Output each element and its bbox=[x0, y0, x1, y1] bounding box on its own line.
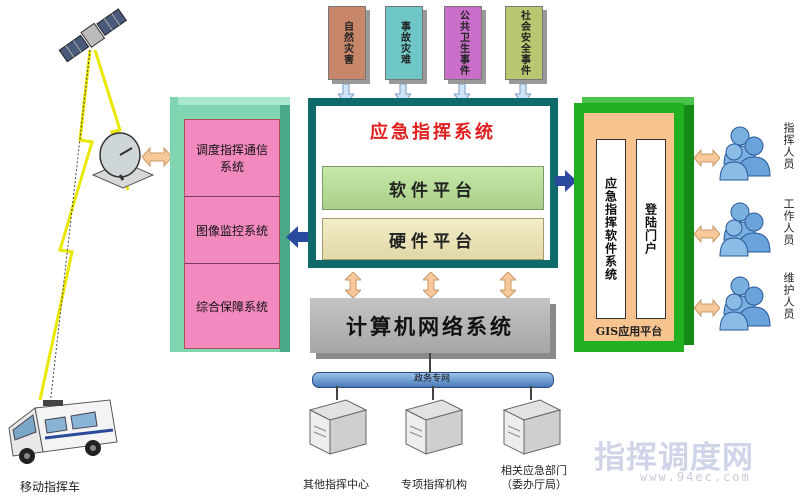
watermark-logo: 指挥调度网 bbox=[594, 440, 754, 476]
bus-to-node-links bbox=[336, 386, 532, 400]
software-platform: 软件平台 bbox=[322, 166, 544, 210]
right-panel: 应急指挥软件系统 登陆门户 GIS应用平台 bbox=[574, 97, 694, 352]
video-monitor-system: 图像监控系统 bbox=[185, 197, 279, 264]
people-link-arrow-1 bbox=[694, 148, 720, 168]
people-group-icon-3 bbox=[719, 276, 771, 331]
emergency-software-system: 应急指挥软件系统 bbox=[596, 139, 626, 319]
dispatch-comm-system: 调度指挥通信系统 bbox=[185, 120, 279, 197]
node-label-special-agency: 专项指挥机构 bbox=[401, 478, 467, 491]
disaster-box-3: 公共卫生事件 bbox=[444, 6, 482, 80]
satellite-dish-icon bbox=[91, 132, 155, 189]
center-to-right-arrow bbox=[555, 170, 577, 192]
people-link-arrow-2 bbox=[694, 224, 720, 244]
people-label-3: 维护人员 bbox=[782, 272, 795, 320]
network-to-bus-link bbox=[429, 353, 431, 373]
satellite-icon bbox=[58, 8, 127, 63]
disaster-box-2: 事故灾难 bbox=[385, 6, 423, 80]
people-link-arrow-3 bbox=[694, 298, 720, 318]
server-icon-3 bbox=[502, 399, 562, 455]
disaster-box-1: 自然灾害 bbox=[328, 6, 366, 80]
hardware-platform: 硬件平台 bbox=[322, 218, 544, 260]
left-panel: 调度指挥通信系统 图像监控系统 综合保障系统 bbox=[170, 97, 290, 352]
dish-to-panel-arrow bbox=[142, 146, 172, 168]
watermark-url: www.94ec.com bbox=[640, 470, 751, 484]
center-to-left-arrow bbox=[286, 226, 308, 248]
server-icon-1 bbox=[308, 399, 368, 455]
gov-network-label: 政务专网 bbox=[413, 374, 450, 384]
people-label-2: 工作人员 bbox=[782, 198, 795, 246]
people-label-1: 指挥人员 bbox=[782, 122, 795, 170]
gis-platform-label: GIS应用平台 bbox=[595, 325, 663, 338]
login-portal: 登陆门户 bbox=[636, 139, 666, 319]
disaster-box-4: 社会安全事件 bbox=[505, 6, 543, 80]
updown-arrow-3 bbox=[500, 272, 516, 298]
center-title: 应急指挥系统 bbox=[370, 122, 496, 143]
updown-arrow-1 bbox=[345, 272, 361, 298]
node-label-related-dept: 相关应急部门 （委办厅局） bbox=[501, 464, 567, 491]
people-group-icon-2 bbox=[719, 202, 771, 257]
left-panel-inner: 调度指挥通信系统 图像监控系统 综合保障系统 bbox=[184, 119, 280, 349]
support-system: 综合保障系统 bbox=[195, 299, 268, 314]
people-group-icon-1 bbox=[719, 126, 771, 181]
command-vehicle-icon bbox=[8, 399, 118, 464]
lightning-link-icon bbox=[38, 50, 130, 406]
updown-arrow-2 bbox=[423, 272, 439, 298]
node-label-other-center: 其他指挥中心 bbox=[303, 478, 369, 491]
network-system: 计算机网络系统 bbox=[310, 298, 550, 353]
vehicle-label: 移动指挥车 bbox=[20, 480, 81, 494]
server-icon-2 bbox=[404, 399, 464, 455]
